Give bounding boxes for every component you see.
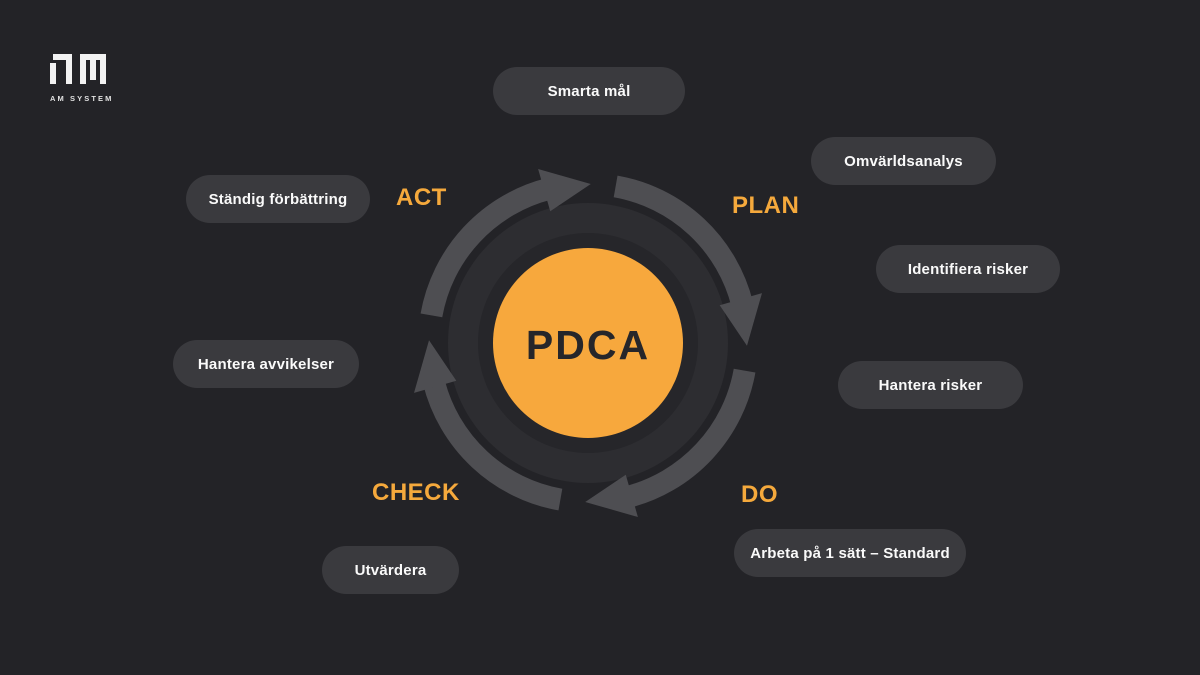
cycle-arc xyxy=(420,178,553,318)
cycle-arrows xyxy=(414,169,762,517)
pill-label: Hantera risker xyxy=(878,376,983,394)
center-label: PDCA xyxy=(526,322,650,368)
pill-label: Ständig förbättring xyxy=(208,190,348,208)
pill-label: Hantera avvikelser xyxy=(197,355,335,373)
cycle-arrowhead-icon xyxy=(538,169,591,212)
pill-label: Smarta mål xyxy=(547,82,631,100)
phase-label-do: DO xyxy=(741,481,778,508)
pill-hantera-avvikelser: Hantera avvikelser xyxy=(173,340,359,388)
center-circle xyxy=(493,248,683,438)
pill-label: Utvärdera xyxy=(354,561,427,579)
pill-smarta-mal: Smarta mål xyxy=(493,67,685,115)
phase-label-act: ACT xyxy=(396,184,447,211)
am-system-logo-icon xyxy=(50,54,106,84)
cycle-arc xyxy=(623,368,756,508)
pill-label: Arbeta på 1 sätt – Standard xyxy=(750,544,950,562)
brand-logo: AM SYSTEM xyxy=(50,54,114,103)
pdca-cycle-diagram: PDCA xyxy=(414,169,762,517)
pill-utvardera: Utvärdera xyxy=(322,546,459,594)
pill-omvarldsanalys: Omvärldsanalys xyxy=(811,137,996,185)
pill-standig-forbattring: Ständig förbättring xyxy=(186,175,370,223)
phase-label-plan: PLAN xyxy=(732,192,800,219)
cycle-arrowhead-icon xyxy=(414,340,457,393)
pill-identifiera-risker: Identifiera risker xyxy=(876,245,1060,293)
cycle-arc xyxy=(613,175,753,308)
brand-name: AM SYSTEM xyxy=(50,94,114,103)
phase-label-check: CHECK xyxy=(372,479,460,506)
cycle-arc xyxy=(423,378,563,511)
pill-arbeta-pa-1-satt-standard: Arbeta på 1 sätt – Standard xyxy=(734,529,966,577)
pill-label: Omvärldsanalys xyxy=(844,152,963,170)
cycle-arrowhead-icon xyxy=(719,293,762,346)
pill-hantera-risker: Hantera risker xyxy=(838,361,1023,409)
cycle-arrowhead-icon xyxy=(585,474,638,517)
pill-label: Identifiera risker xyxy=(907,260,1029,278)
